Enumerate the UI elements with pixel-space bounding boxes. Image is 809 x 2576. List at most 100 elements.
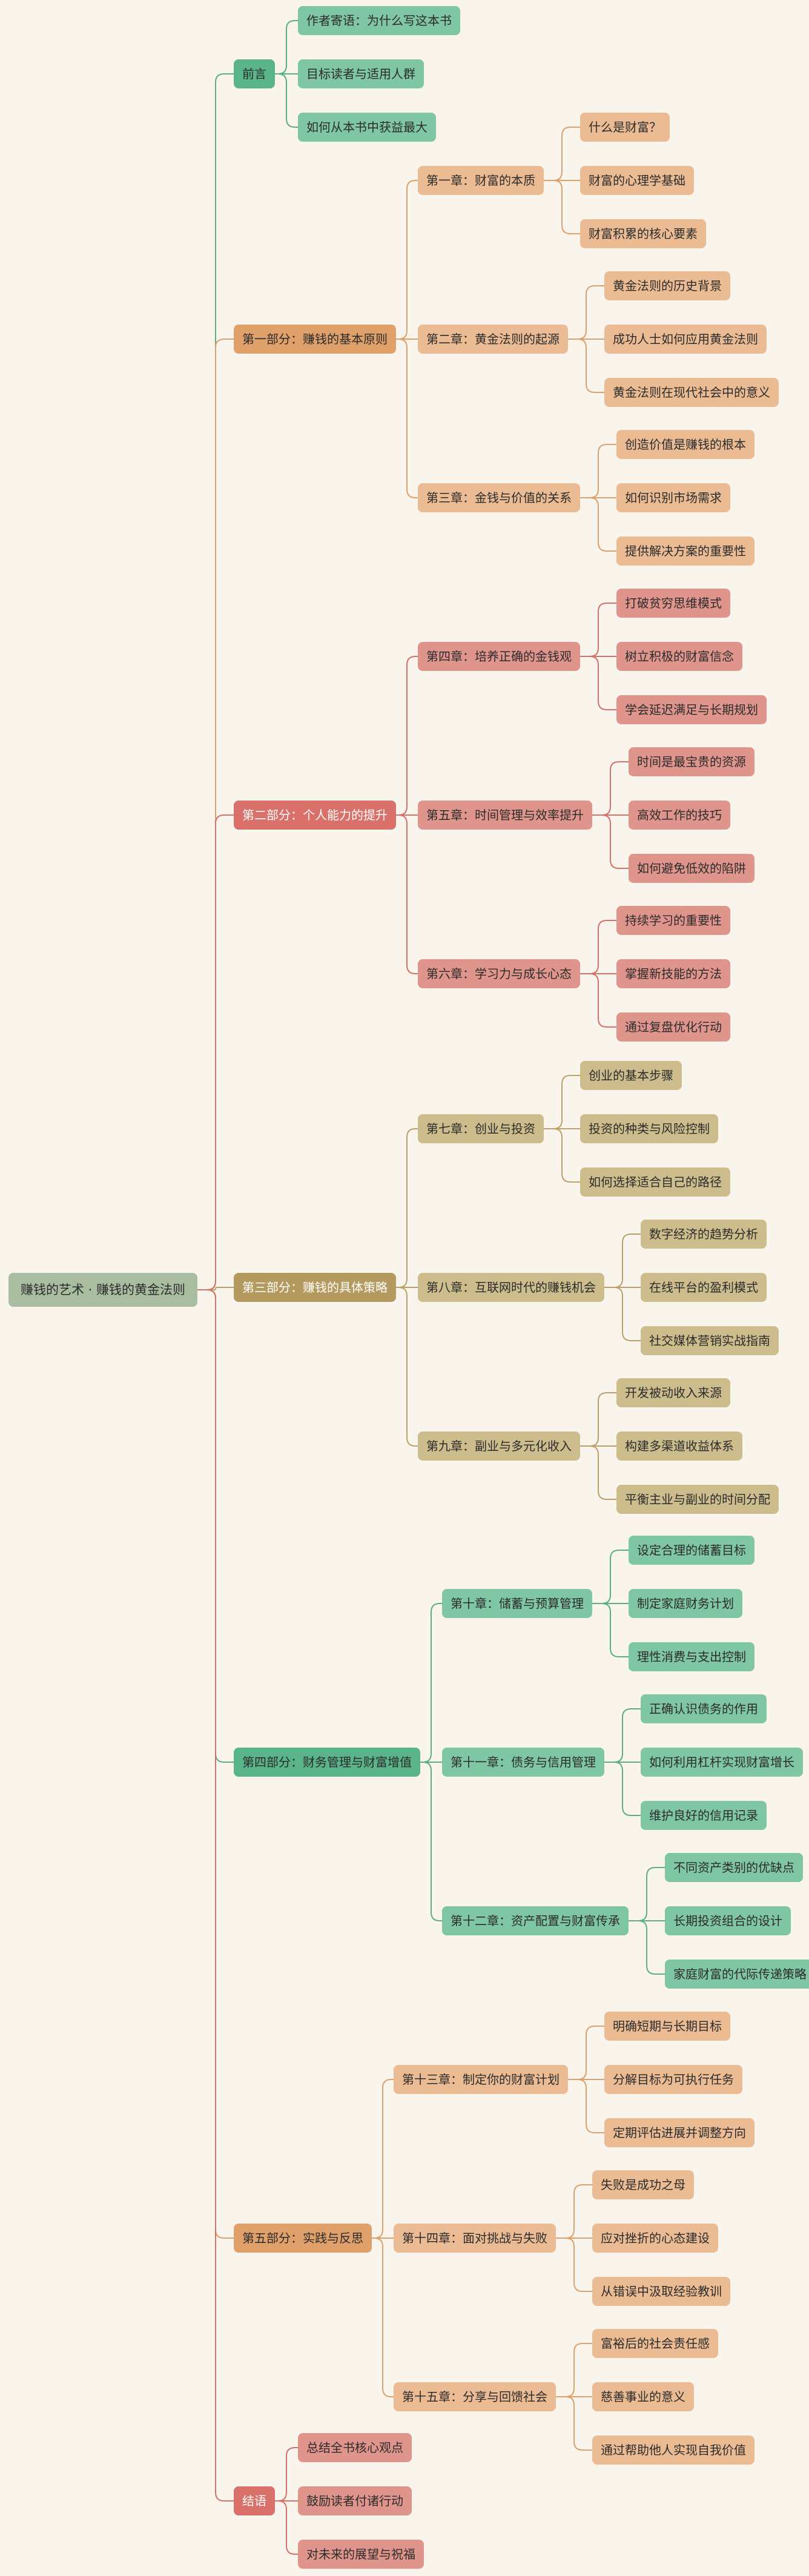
leaf-node[interactable]: 学会延迟满足与长期规划 <box>616 695 767 724</box>
chapter-node[interactable]: 第十二章：资产配置与财富传承 <box>442 1906 629 1935</box>
leaf-node[interactable]: 提供解决方案的重要性 <box>616 537 755 566</box>
link-section-leaf <box>275 20 298 74</box>
link-chapter-leaf <box>556 2237 592 2292</box>
link-chapter-leaf <box>556 2396 592 2451</box>
leaf-node[interactable]: 总结全书核心观点 <box>298 2433 412 2462</box>
leaf-node[interactable]: 目标读者与适用人群 <box>298 59 424 88</box>
section-node-4[interactable]: 第三部分：赚钱的具体策略 <box>234 1273 396 1302</box>
link-chapter-leaf <box>629 1920 665 1975</box>
leaf-node[interactable]: 通过复盘优化行动 <box>616 1012 730 1042</box>
leaf-node[interactable]: 财富的心理学基础 <box>580 166 694 195</box>
link-chapter-leaf <box>568 339 604 393</box>
link-section-chapter <box>420 1762 442 1921</box>
chapter-node[interactable]: 第十五章：分享与回馈社会 <box>394 2382 556 2411</box>
link-chapter-leaf <box>568 285 604 340</box>
leaf-node[interactable]: 打破贫穷思维模式 <box>616 589 730 618</box>
leaf-node[interactable]: 定期评估进展并调整方向 <box>604 2118 755 2147</box>
leaf-node[interactable]: 明确短期与长期目标 <box>604 2012 730 2041</box>
link-section-chapter <box>396 180 418 340</box>
link-chapter-leaf <box>592 1550 629 1604</box>
leaf-node[interactable]: 慈善事业的意义 <box>592 2382 694 2411</box>
leaf-node[interactable]: 长期投资组合的设计 <box>665 1906 791 1935</box>
leaf-node[interactable]: 维护良好的信用记录 <box>641 1801 767 1830</box>
leaf-node[interactable]: 构建多渠道收益体系 <box>616 1432 742 1461</box>
link-chapter-leaf <box>544 180 580 234</box>
leaf-node[interactable]: 不同资产类别的优缺点 <box>665 1853 803 1882</box>
chapter-node[interactable]: 第十三章：制定你的财富计划 <box>394 2065 568 2094</box>
section-node-6[interactable]: 第五部分：实践与反思 <box>234 2224 372 2253</box>
leaf-node[interactable]: 失败是成功之母 <box>592 2170 694 2199</box>
leaf-node[interactable]: 黄金法则的历史背景 <box>604 271 730 300</box>
leaf-node[interactable]: 制定家庭财务计划 <box>629 1589 742 1618</box>
leaf-node[interactable]: 作者寄语：为什么写这本书 <box>298 6 460 35</box>
leaf-node[interactable]: 家庭财富的代际传递策略 <box>665 1960 809 1989</box>
link-chapter-leaf <box>568 2026 604 2080</box>
link-chapter-leaf <box>568 2079 604 2133</box>
leaf-node[interactable]: 如何利用杠杆实现财富增长 <box>641 1748 803 1777</box>
chapter-node[interactable]: 第九章：副业与多元化收入 <box>418 1432 580 1461</box>
chapter-node[interactable]: 第一章：财富的本质 <box>418 166 544 195</box>
leaf-node[interactable]: 黄金法则在现代社会中的意义 <box>604 378 779 407</box>
chapter-node[interactable]: 第三章：金钱与价值的关系 <box>418 483 580 512</box>
leaf-node[interactable]: 开发被动收入来源 <box>616 1378 730 1407</box>
leaf-node[interactable]: 成功人士如何应用黄金法则 <box>604 325 767 354</box>
leaf-node[interactable]: 鼓励读者付诸行动 <box>298 2486 412 2515</box>
leaf-node[interactable]: 社交媒体营销实战指南 <box>641 1326 779 1355</box>
leaf-node[interactable]: 持续学习的重要性 <box>616 906 730 935</box>
chapter-node[interactable]: 第十章：储蓄与预算管理 <box>442 1589 592 1618</box>
leaf-node[interactable]: 对未来的展望与祝福 <box>298 2540 424 2569</box>
link-section-leaf <box>275 2500 298 2555</box>
link-chapter-leaf <box>629 1867 665 1921</box>
section-node-3[interactable]: 第二部分：个人能力的提升 <box>234 801 396 830</box>
leaf-node[interactable]: 设定合理的储蓄目标 <box>629 1536 755 1565</box>
link-chapter-leaf <box>580 656 616 710</box>
leaf-node[interactable]: 从错误中汲取经验教训 <box>592 2277 730 2306</box>
link-chapter-leaf <box>604 1762 641 1816</box>
leaf-node[interactable]: 高效工作的技巧 <box>629 801 730 830</box>
link-chapter-leaf <box>544 1128 580 1183</box>
link-chapter-leaf <box>580 497 616 552</box>
section-node-5[interactable]: 第四部分：财务管理与财富增值 <box>234 1748 420 1777</box>
link-chapter-leaf <box>580 444 616 498</box>
leaf-node[interactable]: 数字经济的趋势分析 <box>641 1220 767 1249</box>
link-section-chapter <box>396 1128 418 1288</box>
link-chapter-leaf <box>604 1708 641 1763</box>
leaf-node[interactable]: 理性消费与支出控制 <box>629 1642 755 1671</box>
section-node-1[interactable]: 前言 <box>234 59 275 88</box>
link-chapter-leaf <box>592 761 629 816</box>
leaf-node[interactable]: 如何避免低效的陷阱 <box>629 854 755 883</box>
root-node[interactable]: 赚钱的艺术 · 赚钱的黄金法则 <box>8 1273 198 1307</box>
link-chapter-leaf <box>580 603 616 657</box>
link-chapter-leaf <box>580 1445 616 1500</box>
leaf-node[interactable]: 在线平台的盈利模式 <box>641 1273 767 1302</box>
leaf-node[interactable]: 什么是财富？ <box>580 113 670 142</box>
leaf-node[interactable]: 应对挫折的心态建设 <box>592 2224 718 2253</box>
chapter-node[interactable]: 第七章：创业与投资 <box>418 1114 544 1143</box>
leaf-node[interactable]: 正确认识债务的作用 <box>641 1694 767 1723</box>
leaf-node[interactable]: 掌握新技能的方法 <box>616 959 730 988</box>
leaf-node[interactable]: 创业的基本步骤 <box>580 1061 682 1090</box>
leaf-node[interactable]: 如何从本书中获益最大 <box>298 113 436 142</box>
chapter-node[interactable]: 第八章：互联网时代的赚钱机会 <box>418 1273 604 1302</box>
leaf-node[interactable]: 平衡主业与副业的时间分配 <box>616 1485 779 1514</box>
chapter-node[interactable]: 第十四章：面对挑战与失败 <box>394 2224 556 2253</box>
leaf-node[interactable]: 如何识别市场需求 <box>616 483 730 512</box>
link-section-chapter <box>396 814 418 974</box>
leaf-node[interactable]: 时间是最宝贵的资源 <box>629 747 755 776</box>
leaf-node[interactable]: 投资的种类与风险控制 <box>580 1114 718 1143</box>
leaf-node[interactable]: 通过帮助他人实现自我价值 <box>592 2436 755 2465</box>
leaf-node[interactable]: 创造价值是赚钱的根本 <box>616 430 755 459</box>
leaf-node[interactable]: 富裕后的社会责任感 <box>592 2329 718 2358</box>
chapter-node[interactable]: 第十一章：债务与信用管理 <box>442 1748 604 1777</box>
leaf-node[interactable]: 财富积累的核心要素 <box>580 219 706 248</box>
link-root-section-4 <box>197 1287 234 1290</box>
chapter-node[interactable]: 第六章：学习力与成长心态 <box>418 959 580 988</box>
leaf-node[interactable]: 分解目标为可执行任务 <box>604 2065 742 2094</box>
chapter-node[interactable]: 第五章：时间管理与效率提升 <box>418 801 592 830</box>
section-node-7[interactable]: 结语 <box>234 2486 275 2515</box>
leaf-node[interactable]: 如何选择适合自己的路径 <box>580 1167 730 1197</box>
chapter-node[interactable]: 第二章：黄金法则的起源 <box>418 325 568 354</box>
chapter-node[interactable]: 第四章：培养正确的金钱观 <box>418 642 580 671</box>
leaf-node[interactable]: 树立积极的财富信念 <box>616 642 742 671</box>
section-node-2[interactable]: 第一部分：赚钱的基本原则 <box>234 325 396 354</box>
